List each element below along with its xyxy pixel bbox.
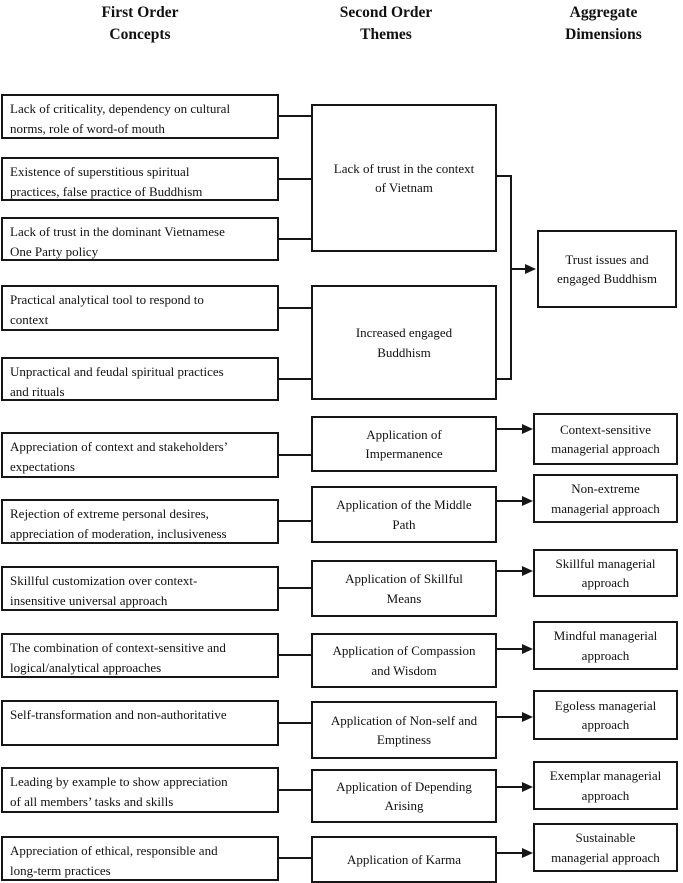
- first-order-concept-box: Appreciation of ethical, responsible and…: [1, 836, 279, 881]
- connector-line: [279, 238, 311, 240]
- connector-line: [497, 648, 523, 650]
- arrow-head: [522, 565, 533, 576]
- first-order-concept-box: Lack of trust in the dominant Vietnamese…: [1, 217, 279, 261]
- connector-line: [279, 857, 311, 859]
- connector-line: [279, 178, 311, 180]
- first-order-concept-box: Self-transformation and non-authoritativ…: [1, 700, 279, 746]
- aggregate-dimension-box: Skillful managerial approach: [533, 549, 678, 597]
- arrow-head: [522, 781, 533, 792]
- connector-line: [279, 115, 311, 117]
- connector-line: [497, 428, 523, 430]
- first-order-concept-box: Lack of criticality, dependency on cultu…: [1, 94, 279, 139]
- aggregate-dimension-box: Context-sensitive managerial approach: [533, 413, 678, 465]
- connector-line: [497, 852, 523, 854]
- second-order-theme-box: Application of Karma: [311, 836, 497, 883]
- aggregate-dimension-box: Trust issues and engaged Buddhism: [537, 230, 677, 308]
- aggregate-dimension-box: Egoless managerial approach: [533, 690, 678, 740]
- connector-line: [279, 454, 311, 456]
- connector-line: [279, 520, 311, 522]
- second-order-theme-box: Application of Skillful Means: [311, 560, 497, 617]
- first-order-concept-box: Existence of superstitious spiritual pra…: [1, 157, 279, 201]
- first-order-concept-box: Appreciation of context and stakeholders…: [1, 432, 279, 478]
- column-header-second-order-themes: Second Order Themes: [339, 4, 433, 43]
- connector-line: [279, 789, 311, 791]
- first-order-concept-box: Leading by example to show appreciation …: [1, 767, 279, 813]
- second-order-theme-box: Application of Depending Arising: [311, 769, 497, 823]
- second-order-theme-box: Application of Impermanence: [311, 416, 497, 472]
- second-order-theme-box: Increased engaged Buddhism: [311, 285, 497, 400]
- connector-line: [279, 722, 311, 724]
- connector-line: [497, 716, 523, 718]
- connector-line: [497, 786, 523, 788]
- arrow-head: [522, 847, 533, 858]
- arrow-head: [525, 263, 536, 274]
- column-header-aggregate-dimensions: Aggregate Dimensions: [565, 4, 642, 43]
- aggregate-dimension-box: Mindful managerial approach: [533, 621, 678, 670]
- arrow-head: [522, 711, 533, 722]
- aggregate-dimension-box: Exemplar managerial approach: [533, 761, 678, 810]
- first-order-concept-box: Practical analytical tool to respond to …: [1, 285, 279, 331]
- second-order-theme-box: Application of Non-self and Emptiness: [311, 701, 497, 759]
- connector-line: [497, 175, 512, 177]
- column-header-first-order-concepts: First Order Concepts: [101, 4, 179, 43]
- arrow-head: [522, 495, 533, 506]
- aggregate-dimension-box: Non-extreme managerial approach: [533, 474, 678, 523]
- connector-line: [497, 570, 523, 572]
- second-order-theme-box: Lack of trust in the context of Vietnam: [311, 104, 497, 252]
- connector-line: [510, 175, 512, 380]
- connector-line: [497, 378, 512, 380]
- connector-line: [279, 378, 311, 380]
- arrow-head: [522, 423, 533, 434]
- second-order-theme-box: Application of Compassion and Wisdom: [311, 633, 497, 688]
- connector-line: [279, 654, 311, 656]
- first-order-concept-box: Rejection of extreme personal desires, a…: [1, 499, 279, 544]
- arrow-head: [522, 643, 533, 654]
- connector-line: [512, 268, 526, 270]
- connector-line: [497, 500, 523, 502]
- first-order-concept-box: The combination of context-sensitive and…: [1, 633, 279, 678]
- first-order-concept-box: Unpractical and feudal spiritual practic…: [1, 357, 279, 401]
- connector-line: [279, 587, 311, 589]
- aggregate-dimension-box: Sustainable managerial approach: [533, 823, 678, 872]
- connector-line: [279, 307, 311, 309]
- first-order-concept-box: Skillful customization over context- ins…: [1, 566, 279, 611]
- second-order-theme-box: Application of the Middle Path: [311, 486, 497, 543]
